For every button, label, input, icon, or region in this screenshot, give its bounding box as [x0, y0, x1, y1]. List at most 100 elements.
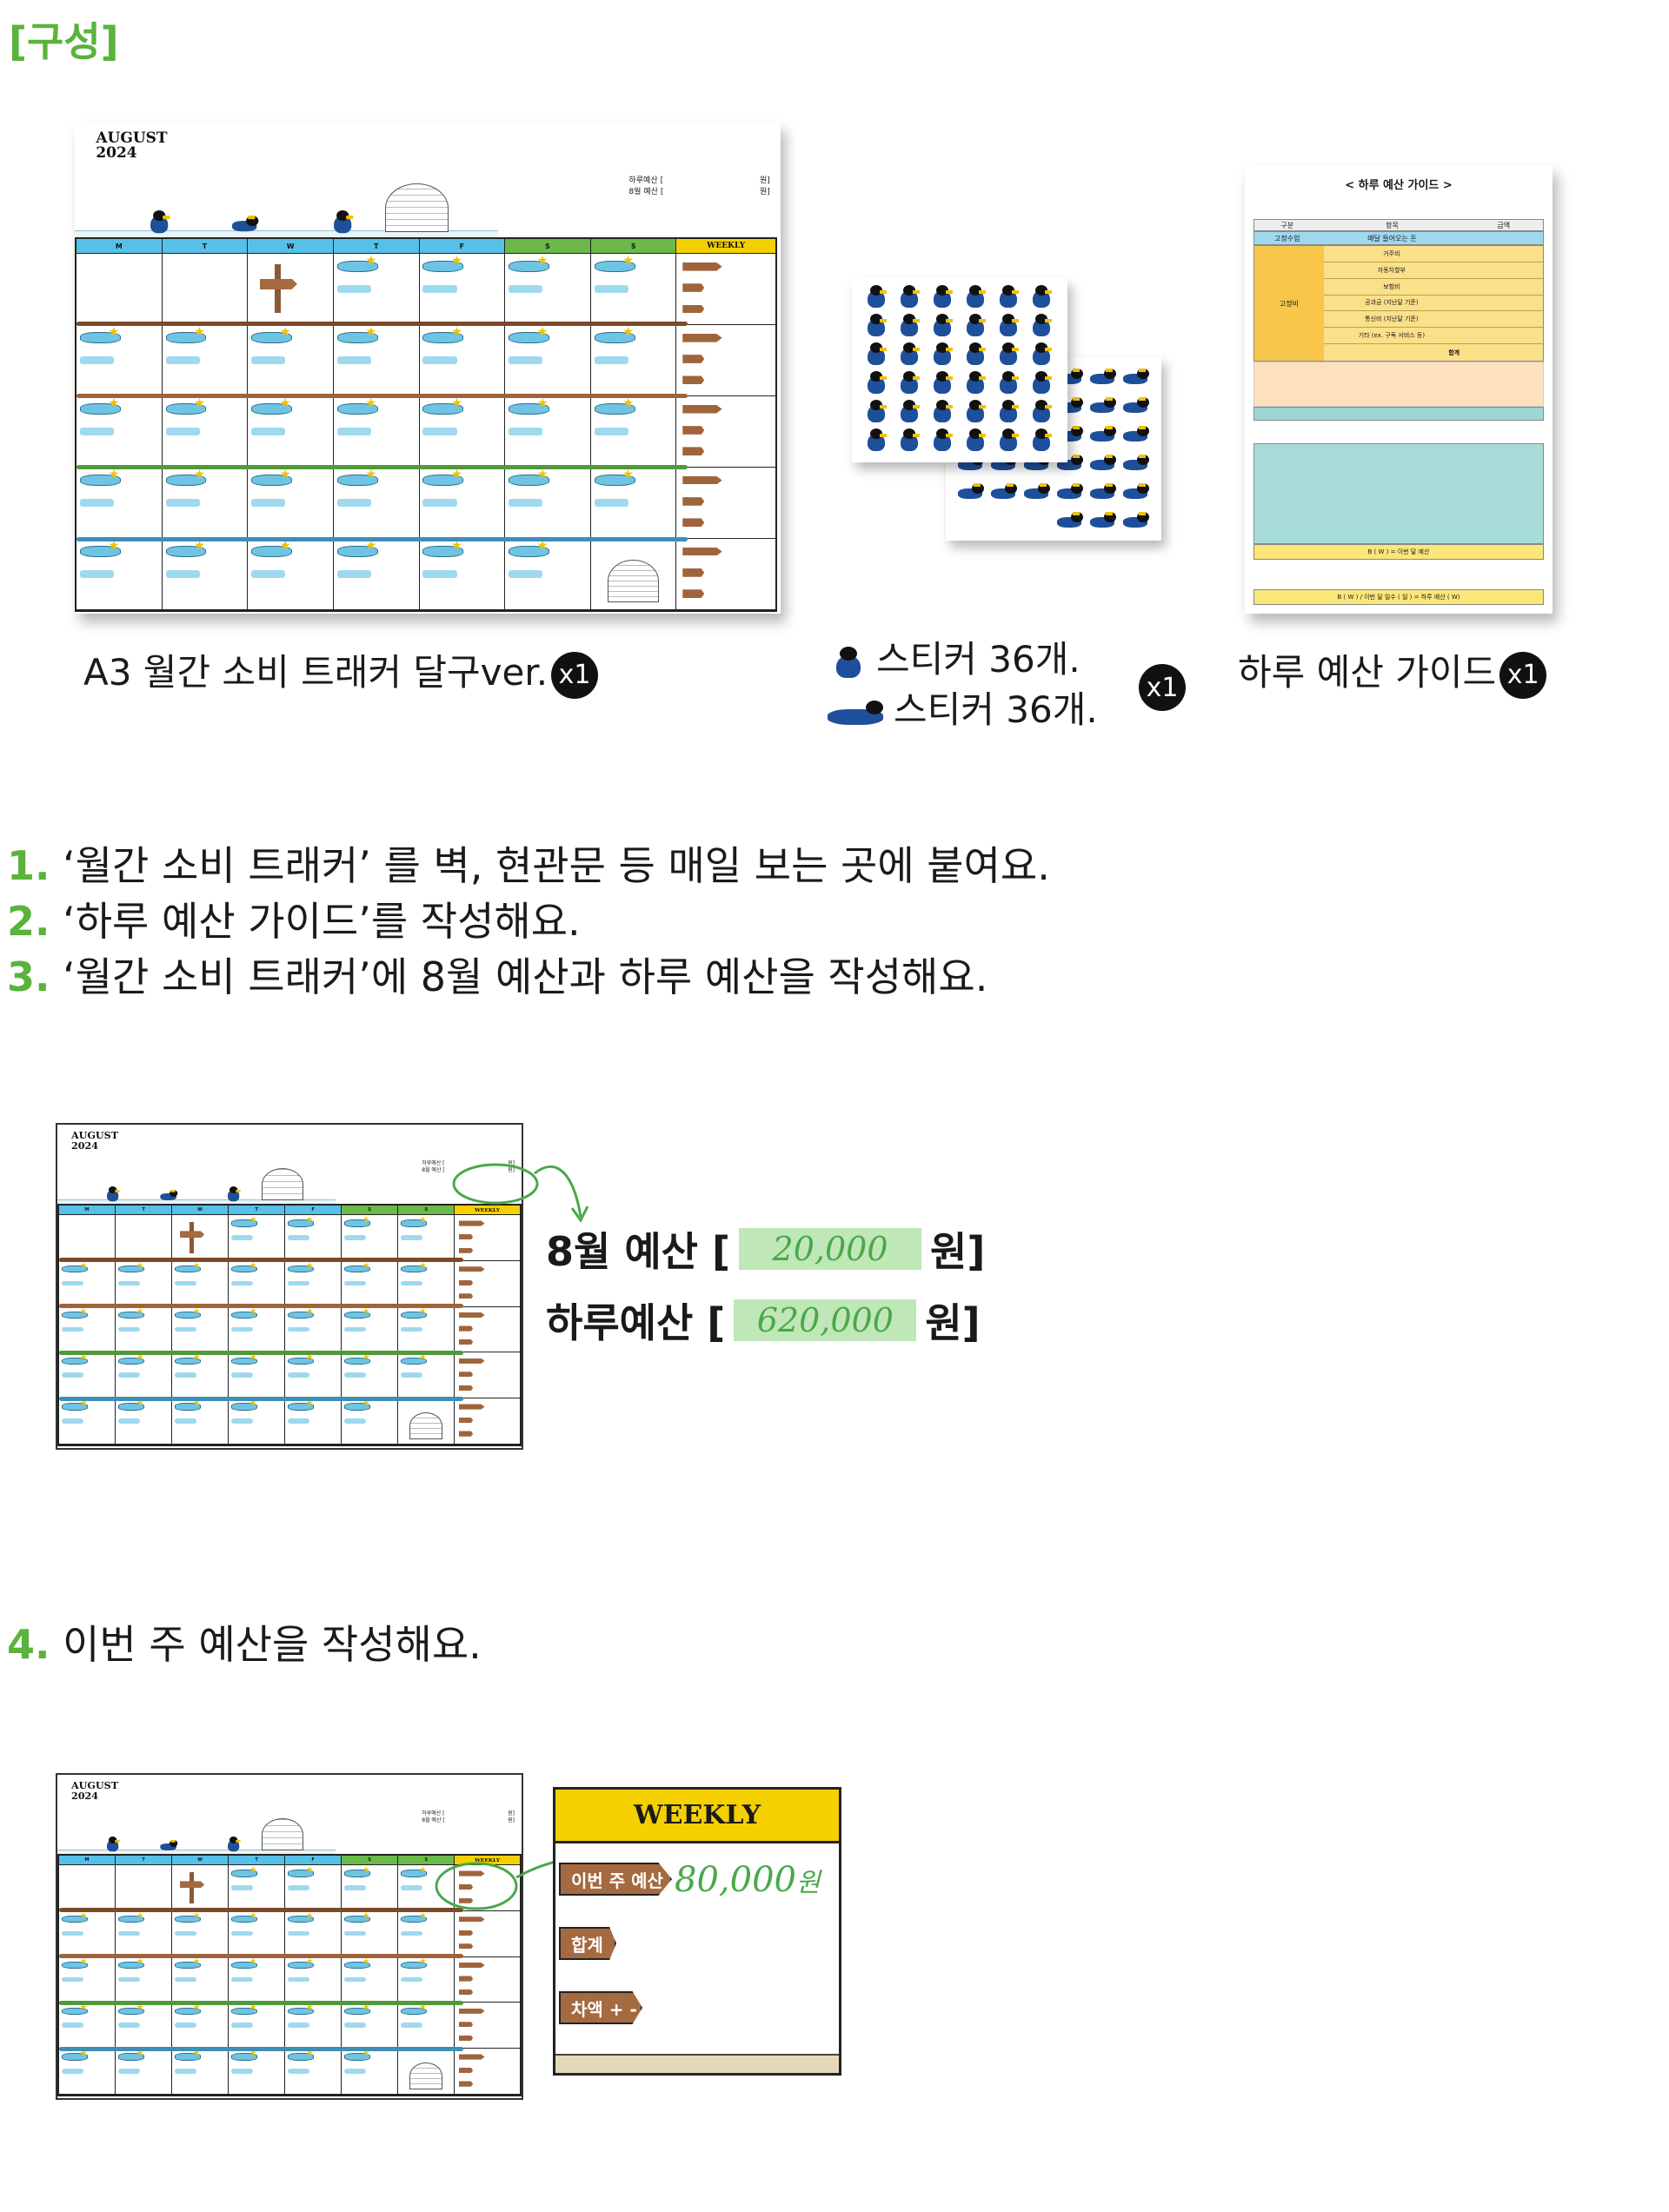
- expense-chip: [251, 498, 286, 507]
- star-icon: [80, 1912, 87, 1918]
- expense-chip: [174, 1280, 197, 1286]
- weekly-sign-icon: [458, 1989, 474, 1996]
- cloud-icon: [422, 475, 464, 487]
- day-cell: [505, 254, 591, 326]
- expense-chip: [165, 355, 200, 364]
- star-icon: [193, 1957, 200, 1964]
- calendar-budget-unit: 원]: [508, 1817, 515, 1824]
- day-cell: [229, 1215, 286, 1261]
- weekly-sign-icon: [682, 262, 722, 271]
- star-icon: [80, 1262, 87, 1268]
- calendar-budget-label: 하루예산 [: [422, 1159, 445, 1166]
- star-icon: [194, 540, 205, 549]
- star-icon: [80, 1399, 87, 1405]
- cloud-icon: [117, 1403, 145, 1411]
- day-cell: [342, 1911, 399, 1957]
- star-icon: [109, 540, 119, 549]
- guide-expense-item: 공과금 (지난달 기준): [1365, 299, 1419, 307]
- expense-chip: [251, 355, 286, 364]
- cloud-icon: [165, 546, 207, 558]
- ground-strip: [76, 321, 688, 326]
- day-cell: [333, 254, 420, 326]
- star-icon: [623, 255, 634, 265]
- day-cell: [116, 2049, 173, 2095]
- budget-daily-line: 하루예산 [ 620,000 원]: [546, 1292, 981, 1349]
- weekly-sign-icon: [458, 1916, 485, 1923]
- igloo-icon: [608, 560, 659, 602]
- caption-sticker-line1: 스티커 36개.: [824, 634, 1098, 685]
- expense-chip: [117, 1930, 141, 1936]
- expense-chip: [230, 2069, 254, 2074]
- expense-chip: [230, 1280, 254, 1286]
- expense-chip: [336, 569, 371, 578]
- cloud-icon: [61, 1311, 89, 1319]
- day-cell: [229, 1956, 286, 2003]
- day-cell: [590, 468, 677, 540]
- day-header: T: [229, 1206, 286, 1216]
- expense-chip: [400, 1930, 423, 1936]
- expense-chip: [336, 427, 371, 435]
- weekly-sign-icon: [458, 2035, 474, 2041]
- cloud-icon: [343, 2007, 371, 2015]
- ground-strip: [59, 1397, 463, 1402]
- star-icon: [362, 1216, 369, 1222]
- star-icon: [362, 1307, 369, 1314]
- penguin-sticker: [895, 342, 923, 367]
- day-cell: [590, 325, 677, 397]
- weekly-zoom-panel: WEEKLY 이번 주 예산 합계 차액 + -: [553, 1787, 841, 2076]
- weekly-sign-icon: [458, 1417, 474, 1424]
- penguin-sticker: [928, 285, 956, 309]
- star-icon: [280, 540, 290, 549]
- star-icon: [109, 397, 119, 408]
- day-header: M: [59, 1206, 116, 1216]
- cloud-icon: [174, 1403, 202, 1411]
- calendar-month-name: AUGUST: [71, 1130, 119, 1142]
- cloud-icon: [174, 1265, 202, 1273]
- star-icon: [537, 255, 548, 265]
- guide-expense-item: 기타 (ex. 구독 서비스 등): [1358, 332, 1426, 340]
- star-icon: [193, 2003, 200, 2010]
- cloud-icon: [336, 261, 378, 273]
- penguin-sticker: [961, 400, 989, 424]
- sign-difference: 차액 + -: [559, 1991, 642, 2024]
- caption-sticker-text1: 스티커 36개.: [876, 638, 1081, 681]
- step-1-number: 1.: [7, 842, 50, 889]
- expense-chip: [343, 1326, 367, 1332]
- penguin-sticker: [1121, 507, 1149, 531]
- expense-chip: [230, 1326, 254, 1332]
- guide-expense-row: 통신비 (지난달 기준): [1323, 311, 1543, 329]
- penguin-sticker: [961, 371, 989, 395]
- star-icon: [623, 397, 634, 408]
- penguin-sticker: [961, 314, 989, 338]
- weekly-sign-icon: [458, 1325, 474, 1332]
- penguin-sticker: [1027, 400, 1055, 424]
- star-icon: [362, 1353, 369, 1360]
- calendar-budget-label: 하루예산 [: [628, 176, 664, 186]
- weekly-sign-icon: [458, 1220, 485, 1226]
- day-cell: [285, 1911, 342, 1957]
- caption-tracker: A3 월간 소비 트래커 달구ver.x1: [83, 643, 599, 699]
- weekly-sign-icon: [682, 355, 705, 363]
- cloud-icon: [509, 475, 549, 487]
- guide-expense-item: 거주비: [1383, 249, 1400, 257]
- expense-chip: [400, 1976, 423, 1983]
- weekly-sign-icon: [458, 1312, 485, 1319]
- star-icon: [136, 1307, 143, 1314]
- cloud-icon: [400, 1870, 428, 1877]
- expense-chip: [422, 427, 457, 435]
- penguin-sticker: [1088, 507, 1116, 531]
- guide-formula-day: B ( W ) / 이번 달 일수 ( 일 ) = 하루 예산 ( W): [1253, 589, 1544, 605]
- sticker-sheet-standing: [852, 278, 1067, 462]
- day-cell: [116, 1352, 173, 1399]
- expense-chip: [79, 427, 114, 435]
- weekly-sign-icon: [682, 333, 722, 342]
- ground-strip: [59, 1257, 463, 1262]
- weekly-cell: [455, 1956, 520, 2003]
- penguin-sticker: [989, 478, 1017, 502]
- day-cell: [172, 1261, 229, 1307]
- cloud-icon: [336, 403, 378, 415]
- cloud-icon: [594, 261, 635, 273]
- expense-chip: [343, 1976, 367, 1983]
